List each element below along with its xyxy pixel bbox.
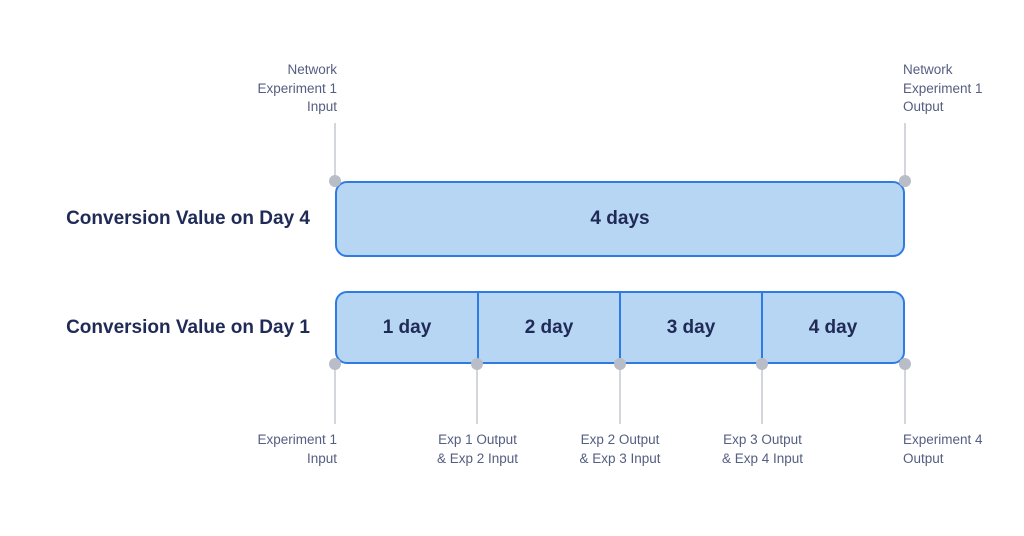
row-label-day4: Conversion Value on Day 4 bbox=[66, 208, 310, 229]
connector-dot-bottom-3 bbox=[756, 358, 768, 370]
annotation-exp3-output-exp4-input: Exp 3 Output & Exp 4 Input bbox=[721, 432, 804, 466]
connector-line-bottom-0 bbox=[334, 364, 336, 424]
connector-line-bottom-4 bbox=[904, 364, 906, 424]
connector-dot-top-start bbox=[329, 175, 341, 187]
connector-line-top-start bbox=[334, 123, 336, 181]
segment-day-3: 3 day bbox=[619, 293, 761, 362]
bar-conversion-day4: 4 days bbox=[335, 181, 905, 257]
connector-line-bottom-1 bbox=[476, 364, 478, 424]
connector-dot-bottom-4 bbox=[899, 358, 911, 370]
segment-day-4: 4 day bbox=[761, 293, 903, 362]
annotation-experiment1-input: Experiment 1 Input bbox=[257, 432, 337, 466]
segment-4-days: 4 days bbox=[590, 208, 650, 229]
segment-day-1: 1 day bbox=[382, 316, 432, 338]
connector-line-top-end bbox=[904, 123, 906, 181]
annotation-experiment4-output: Experiment 4 Output bbox=[903, 432, 983, 466]
bar-conversion-day1: 1 day 2 day 3 day 4 day bbox=[335, 291, 905, 364]
connector-dot-bottom-1 bbox=[471, 358, 483, 370]
segment-day-2: 2 day bbox=[477, 293, 619, 362]
annotation-exp2-output-exp3-input: Exp 2 Output & Exp 3 Input bbox=[579, 432, 661, 466]
annotation-network-experiment1-output: Network Experiment 1 Output bbox=[903, 62, 983, 114]
connector-dot-bottom-2 bbox=[614, 358, 626, 370]
connector-dot-top-end bbox=[899, 175, 911, 187]
connector-line-bottom-2 bbox=[619, 364, 621, 424]
connector-dot-bottom-0 bbox=[329, 358, 341, 370]
connector-line-bottom-3 bbox=[761, 364, 763, 424]
row-label-day1: Conversion Value on Day 1 bbox=[66, 316, 310, 338]
annotation-exp1-output-exp2-input: Exp 1 Output & Exp 2 Input bbox=[436, 432, 519, 466]
annotation-network-experiment1-input: Network Experiment 1 Input bbox=[257, 62, 337, 114]
